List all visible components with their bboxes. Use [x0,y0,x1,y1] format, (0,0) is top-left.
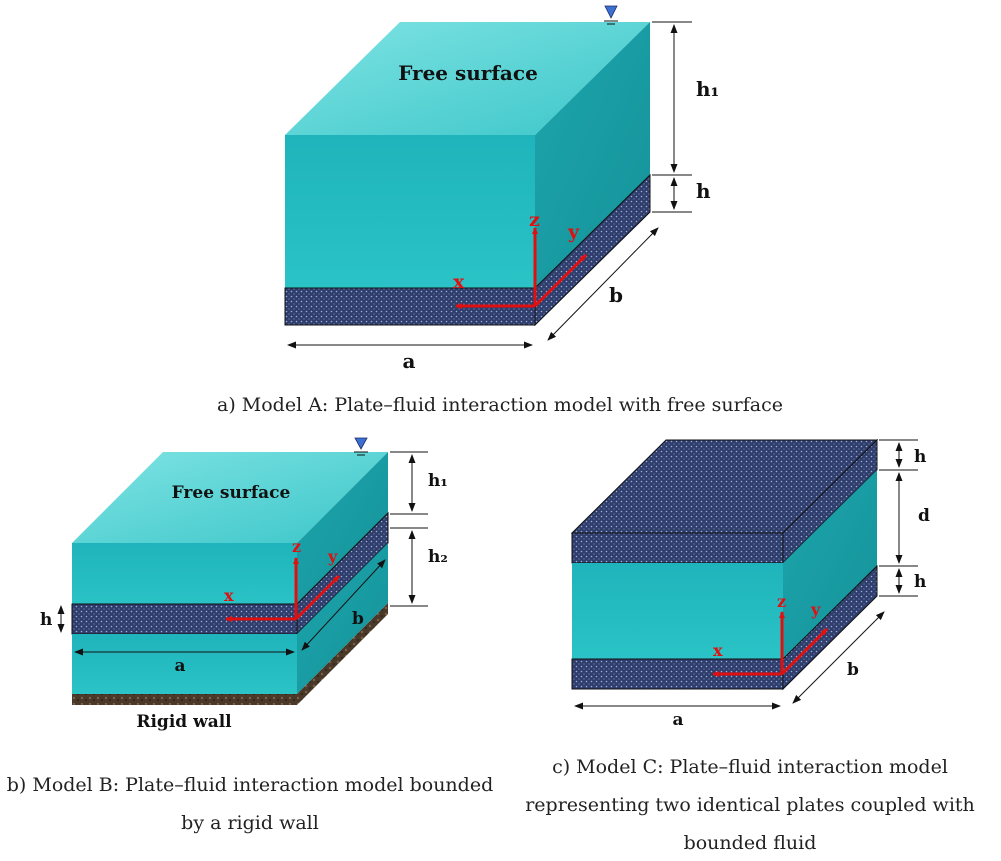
caption-model-b-line1: b) Model B: Plate–fluid interaction mode… [6,774,494,796]
model-c-y-label: y [810,600,821,619]
caption-model-c-line1: c) Model C: Plate–fluid interaction mode… [552,756,948,778]
model-c-water-front [572,563,783,659]
model-a-dim-b-line [547,227,659,341]
model-b-water-front-lower [72,634,297,694]
model-a-free-surface-label: Free surface [398,61,538,85]
model-c-b-label: b [847,660,859,680]
model-c-x-label: x [713,641,723,660]
model-a-y-label: y [567,221,580,243]
caption-model-c-line2: representing two identical plates couple… [525,794,975,816]
model-b-water-front-upper [72,543,297,606]
model-a-water-side [535,22,650,288]
model-b-water-level-icon [354,437,368,450]
caption-model-b-line2: by a rigid wall [181,812,319,834]
caption-model-b: b) Model B: Plate–fluid interaction mode… [0,770,500,838]
model-b-water-top [72,452,388,543]
model-b-rigid-wall-label: Rigid wall [136,712,232,732]
model-a-h1-label: h₁ [696,77,719,101]
model-a-z-label: z [529,209,540,231]
model-c-h-top-label: h [914,447,926,467]
model-a-water-top [285,22,650,135]
model-b-x-label: x [224,586,234,605]
caption-model-c-line3: bounded fluid [683,832,817,854]
caption-model-a: a) Model A: Plate–fluid interaction mode… [200,390,800,420]
caption-model-c: c) Model C: Plate–fluid interaction mode… [505,752,995,858]
model-b-a-label: a [174,656,185,676]
model-b-h-label: h [40,610,52,630]
model-c-z-label: z [777,592,786,611]
model-b-y-label: y [327,547,338,566]
model-c-a-label: a [672,710,683,730]
model-b-rigid-wall-front [72,694,297,705]
model-c-h-bottom-label: h [914,572,926,592]
model-b-z-label: z [292,537,301,556]
model-b-free-surface-label: Free surface [172,483,291,503]
model-b-dim-b-line [301,559,386,651]
model-a-x-label: x [453,271,465,293]
model-c-d-label: d [918,506,930,526]
model-b-h2-label: h₂ [428,547,448,567]
model-a-y-axis [533,253,588,308]
model-b-h1-label: h₁ [428,471,448,491]
model-a-water-level-icon [604,5,618,19]
model-c-y-axis [780,627,829,676]
model-c: h d h a b z y x [570,438,930,730]
model-b: Free surface Rigid wall h₁ h₂ h a b z y … [40,437,448,732]
model-a-b-label: b [609,283,623,307]
model-a: Free surface h₁ h a b z y x [284,5,719,373]
model-a-a-label: a [403,349,416,373]
model-a-h-label: h [696,179,711,203]
model-c-dim-b-line [792,611,885,704]
model-b-b-label: b [352,609,364,629]
caption-model-a-text: a) Model A: Plate–fluid interaction mode… [217,394,783,416]
model-b-y-axis [294,574,341,621]
model-a-water-front [285,135,535,288]
model-c-top-plate-front [571,532,784,564]
